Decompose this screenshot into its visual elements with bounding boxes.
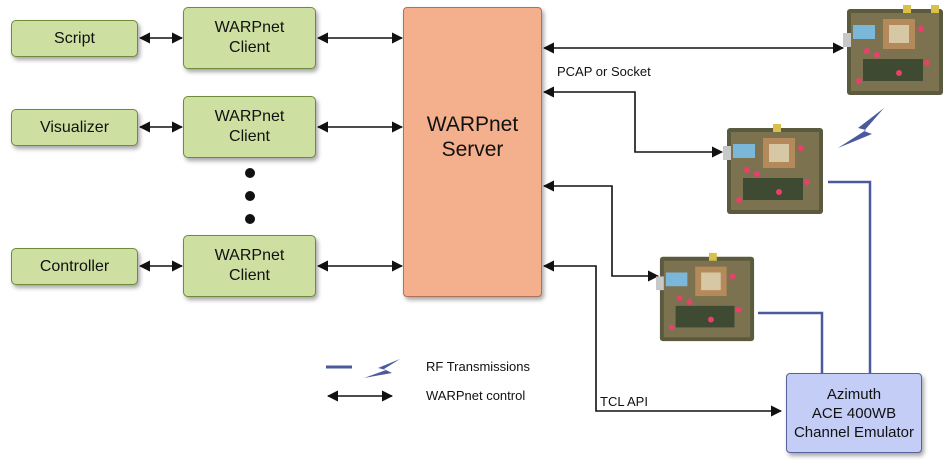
ellipsis-dot-2	[245, 191, 255, 201]
warp-board-2	[723, 124, 823, 214]
lightning-bolt-icon	[838, 108, 884, 148]
edge-server-emulator	[542, 260, 783, 417]
client-2-line2: Client	[229, 128, 270, 145]
controller-label: Controller	[39, 257, 110, 275]
client-1-line1: WARPnet	[214, 19, 285, 36]
script-box: Script	[11, 20, 138, 57]
warpnet-server-box: WARPnet Server	[403, 7, 542, 297]
client-2-line1: WARPnet	[214, 108, 285, 125]
client-1-line2: Client	[229, 39, 270, 56]
warp-board-1	[843, 5, 943, 95]
client-box-1: WARPnet Client	[183, 7, 316, 69]
script-label: Script	[54, 29, 95, 47]
ellipsis-dot-1	[245, 168, 255, 178]
rf-line-board2-emulator	[828, 180, 872, 373]
edge-label-pcap: PCAP or Socket	[557, 64, 651, 79]
client-box-2: WARPnet Client	[183, 96, 316, 158]
legend-rf-label: RF Transmissions	[426, 359, 531, 374]
visualizer-label: Visualizer	[39, 118, 110, 136]
edge-server-board2	[542, 86, 724, 158]
client-3-line1: WARPnet	[214, 247, 285, 264]
channel-emulator-box: Azimuth ACE 400WB Channel Emulator	[786, 373, 922, 453]
legend-bolt-icon	[364, 359, 400, 378]
controller-box: Controller	[11, 248, 138, 285]
server-line2: Server	[441, 138, 504, 161]
edge-label-tcl: TCL API	[600, 394, 648, 409]
server-line1: WARPnet	[426, 113, 519, 136]
rf-line-board3-emulator	[758, 311, 824, 373]
warp-board-3	[656, 252, 755, 342]
ellipsis-dot-3	[245, 214, 255, 224]
client-box-3: WARPnet Client	[183, 235, 316, 297]
legend-control-label: WARPnet control	[426, 388, 526, 403]
client-3-line2: Client	[229, 267, 270, 284]
visualizer-box: Visualizer	[11, 109, 138, 146]
emulator-line2: ACE 400WB	[811, 404, 897, 422]
emulator-line3: Channel Emulator	[793, 423, 915, 441]
edge-server-board3	[542, 180, 660, 282]
emulator-line1: Azimuth	[826, 385, 882, 403]
